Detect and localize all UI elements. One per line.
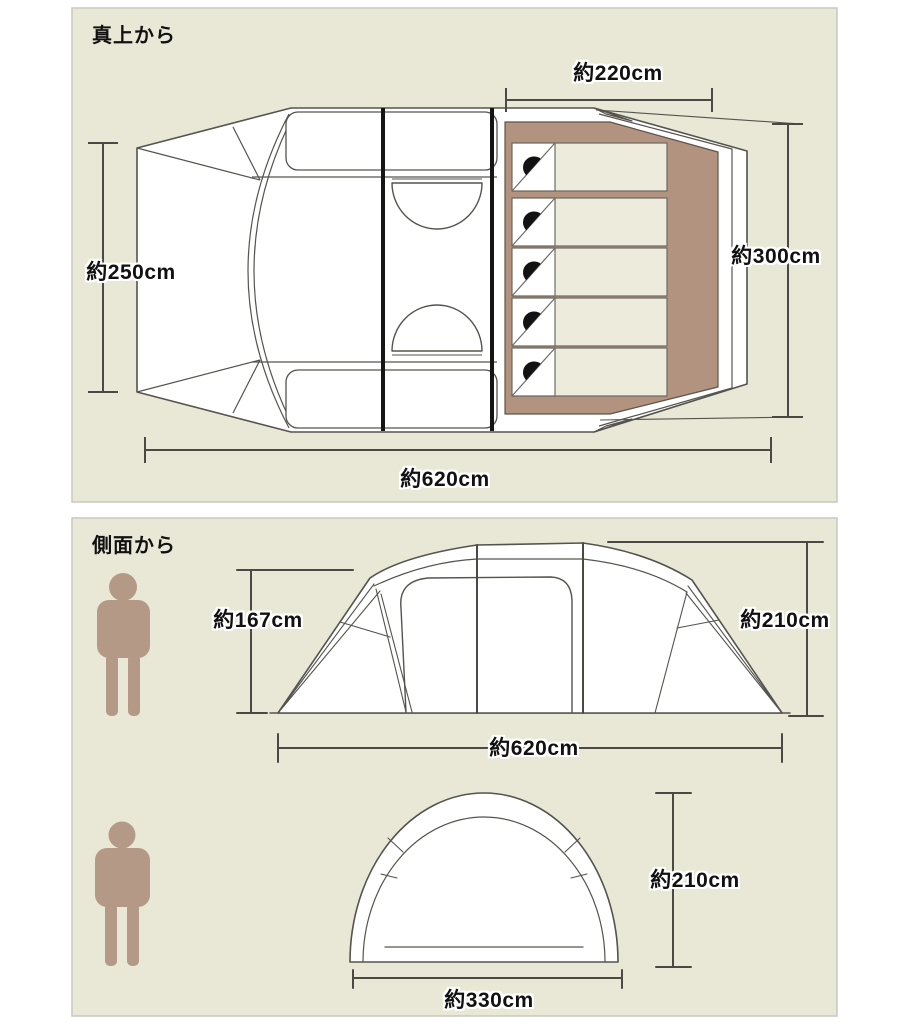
human-figure-icon [97,573,150,716]
top-view-heading: 真上から [92,25,176,47]
inner-roofline [373,558,688,593]
dim-label-210cm-front: 約210cm [650,869,740,892]
bedroom-inner-wall [598,113,733,427]
dim-line-250 [88,142,118,393]
human-figure-icon [95,821,150,966]
door-semicircle-top [391,182,483,230]
dim-line-167 [236,569,354,714]
dim-label-330cm: 約330cm [444,989,534,1012]
dome-inner [362,816,606,963]
dim-label-300cm: 約300cm [731,245,821,268]
dim-label-220cm: 約220cm [573,62,663,85]
dim-line-300 [772,123,803,418]
dim-label-620cm-side: 約620cm [489,737,579,760]
sleeping-bag [511,142,668,192]
sleeping-bag [511,197,668,247]
dim-label-620cm-top: 約620cm [400,468,490,491]
side-view-dimension-lines [236,541,824,763]
door-semicircle-bottom [391,304,483,352]
roof-panel-top [285,111,498,171]
slope-layer-lines [277,583,783,714]
roof-seam-lines [252,176,497,363]
dim-line-210-side [607,541,824,717]
sleeping-bag [511,247,668,297]
sleeping-bag [511,297,668,347]
dim-line-620-top [144,437,772,463]
side-view-heading: 側面から [92,535,176,557]
guy-lines [595,109,802,421]
roof-panel-bottom [285,369,498,429]
pole-sleeve-connectors [380,837,588,879]
fly-corner-bottom [593,418,633,433]
dim-line-210-front [655,792,692,968]
vestibule-creases [136,126,261,414]
sleeping-bags [511,142,668,397]
dim-line-220 [505,88,713,112]
guy-point-lines [339,619,720,638]
front-view-dimension-lines [352,792,692,989]
side-view-diagram [236,541,824,763]
sleeping-bag [511,347,668,397]
door-arch [400,576,573,713]
top-view-dimension-lines [88,88,803,463]
dim-label-167cm: 約167cm [213,609,303,632]
front-view-diagram [349,792,692,989]
dim-label-250cm: 約250cm [86,261,176,284]
inner-wall-lines [375,588,688,714]
dim-line-330 [352,969,623,989]
top-view-diagram [88,88,803,463]
tent-poles [381,108,494,431]
fly-corner-top [593,107,633,122]
dim-line-620-side [277,733,783,763]
side-poles [476,542,584,714]
dim-label-210cm-side: 約210cm [740,609,830,632]
vestibule-door-arc [247,113,295,429]
dome-outer [349,792,619,963]
